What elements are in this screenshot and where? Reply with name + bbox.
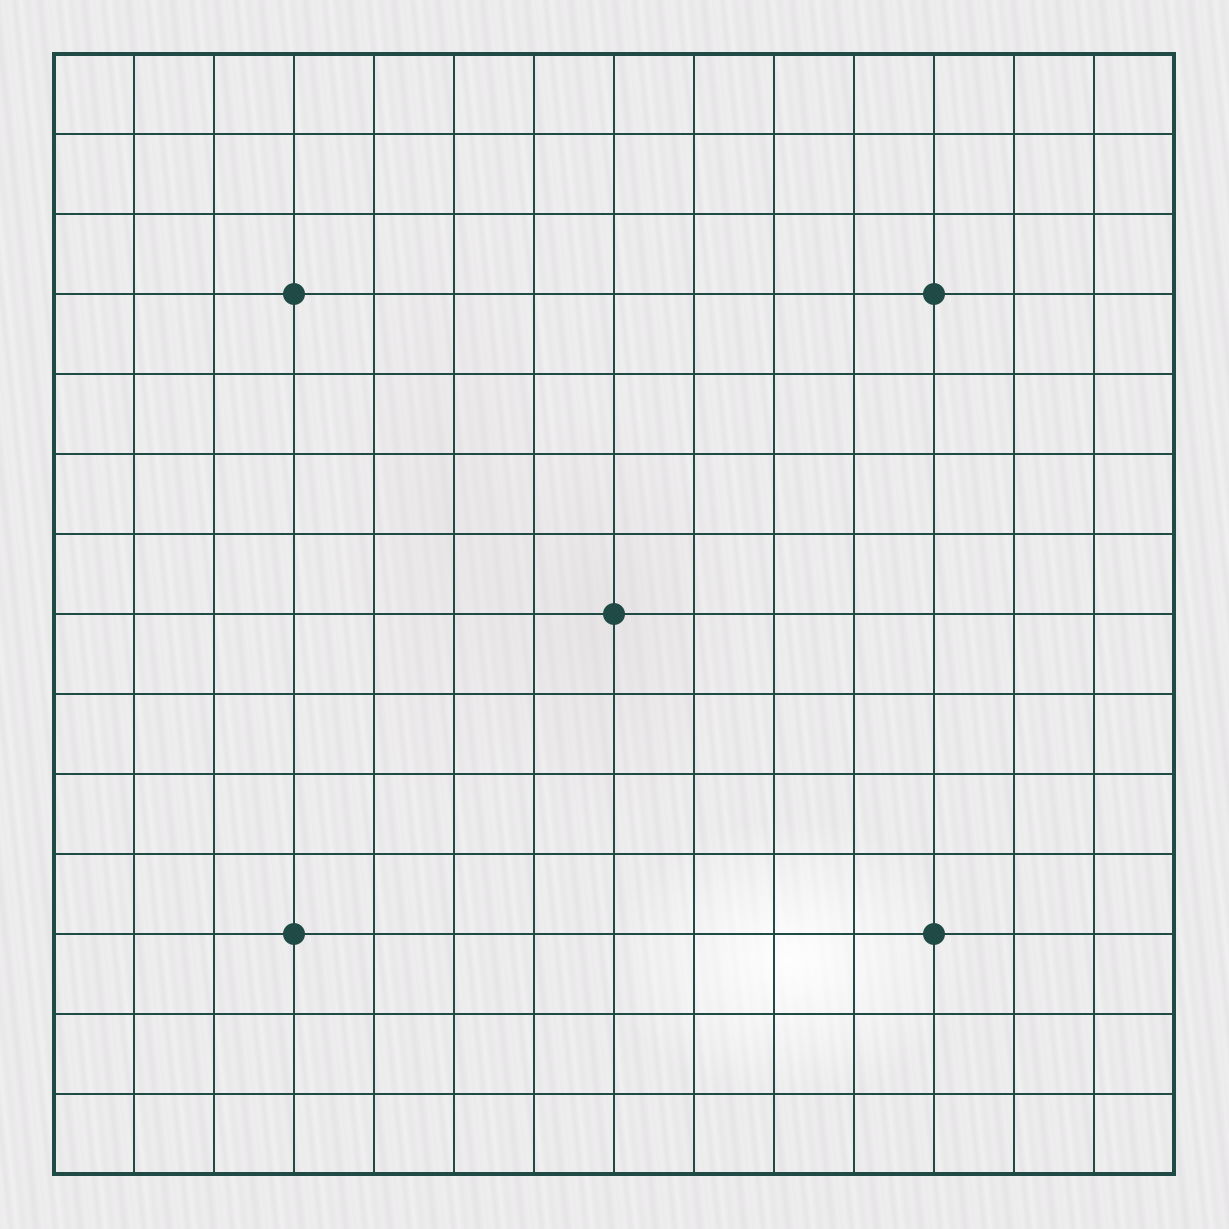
star-point <box>923 283 945 305</box>
star-point <box>283 283 305 305</box>
star-point <box>923 923 945 945</box>
star-point <box>283 923 305 945</box>
star-point <box>603 603 625 625</box>
board-border <box>52 52 1176 1176</box>
